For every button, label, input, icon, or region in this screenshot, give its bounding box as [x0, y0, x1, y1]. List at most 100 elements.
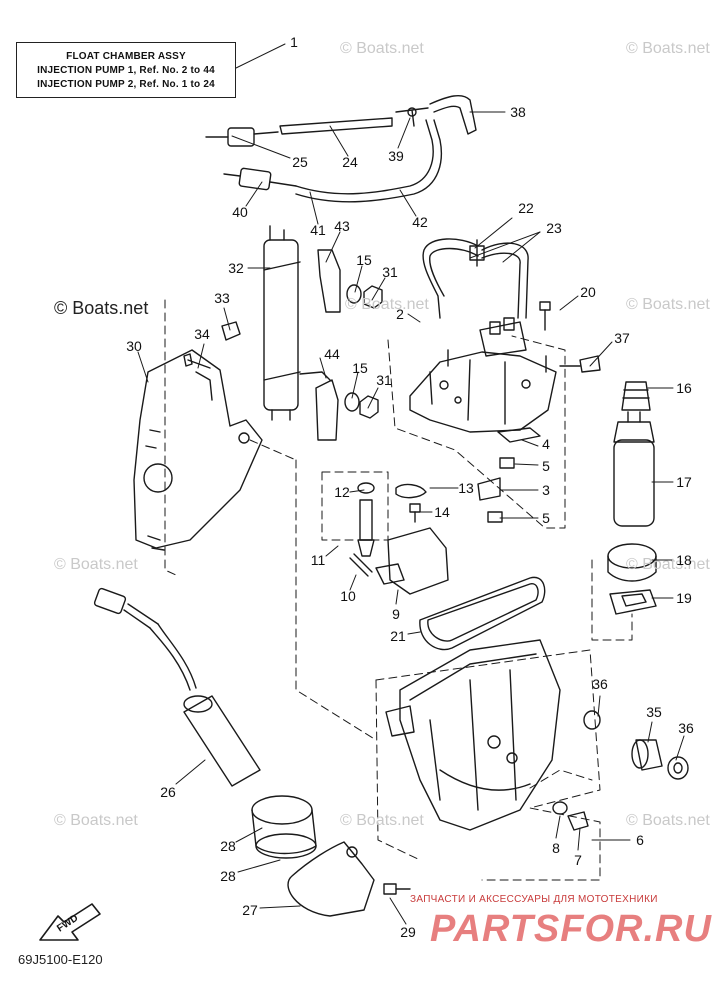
assembly-dashed-outlines	[164, 299, 633, 881]
callout-15: 15	[356, 252, 372, 268]
callout-39: 39	[388, 148, 404, 164]
filter-40	[223, 167, 297, 191]
callout-42: 42	[412, 214, 428, 230]
leader-lines	[137, 43, 685, 925]
callout-8: 8	[552, 840, 560, 856]
callout-1: 1	[290, 34, 298, 50]
callout-35: 35	[646, 704, 662, 720]
callout-25: 25	[292, 154, 308, 170]
callout-28: 28	[220, 838, 236, 854]
fuel-pump-9	[375, 527, 449, 595]
bolt-20	[539, 301, 551, 331]
pin-10	[349, 553, 373, 577]
callout-30: 30	[126, 338, 142, 354]
callout-36: 36	[592, 676, 608, 692]
callout-13: 13	[458, 480, 474, 496]
reference-box-line-2: INJECTION PUMP 2, Ref. No. 1 to 24	[37, 78, 215, 90]
callout-41: 41	[310, 222, 326, 238]
diagram-code: 69J5100-E120	[18, 952, 103, 967]
callout-16: 16	[676, 380, 692, 396]
callout-11: 11	[310, 552, 326, 568]
valve-11	[357, 499, 375, 557]
callout-29: 29	[400, 924, 416, 940]
callout-14: 14	[434, 504, 450, 520]
watermark: © Boats.net	[626, 556, 710, 573]
cap-16	[621, 381, 651, 411]
hose-24	[279, 117, 393, 135]
callout-38: 38	[510, 104, 526, 120]
callout-20: 20	[580, 284, 596, 300]
sensor-37	[559, 355, 601, 373]
callout-5: 5	[542, 510, 550, 526]
callout-18: 18	[676, 552, 692, 568]
hose-38	[429, 94, 477, 135]
injection-pump-body	[409, 317, 557, 433]
callout-2: 2	[396, 306, 404, 322]
callout-27: 27	[242, 902, 258, 918]
callout-6: 6	[636, 832, 644, 848]
callout-15: 15	[352, 360, 368, 376]
bracket-4	[497, 427, 541, 443]
fwd-arrow-shape	[39, 903, 101, 941]
pump-17	[613, 411, 655, 527]
washer-15	[344, 284, 362, 412]
joint-22	[469, 239, 485, 267]
watermark: © Boats.net	[54, 812, 138, 829]
filter-25	[205, 127, 279, 147]
callout-19: 19	[676, 590, 692, 606]
callout-7: 7	[574, 852, 582, 868]
grommet-36	[583, 710, 689, 780]
callout-24: 24	[342, 154, 358, 170]
watermark: © Boats.net	[340, 40, 424, 57]
drain-screw-7	[567, 811, 589, 831]
callout-17: 17	[676, 474, 692, 490]
shop-logo: PARTSFOR.RU	[430, 908, 712, 950]
callout-37: 37	[614, 330, 630, 346]
callout-28: 28	[220, 868, 236, 884]
callout-40: 40	[232, 204, 248, 220]
screw-29	[383, 883, 411, 895]
holder-18	[607, 543, 657, 582]
filter-32	[263, 225, 301, 421]
bracket-44	[299, 371, 339, 441]
bracket-30	[133, 349, 263, 551]
clip-13	[395, 483, 427, 499]
callout-34: 34	[194, 326, 210, 342]
reference-box: FLOAT CHAMBER ASSY INJECTION PUMP 1, Ref…	[16, 42, 236, 98]
callout-22: 22	[518, 200, 534, 216]
bolt-34	[183, 353, 211, 369]
callout-4: 4	[542, 436, 550, 452]
watermark: © Boats.net	[626, 296, 710, 313]
callout-31: 31	[376, 372, 392, 388]
callout-32: 32	[228, 260, 244, 276]
watermark: © Boats.net	[54, 556, 138, 573]
float-chamber-6	[385, 639, 561, 831]
callout-31: 31	[382, 264, 398, 280]
bolt-5	[487, 457, 515, 523]
callout-10: 10	[340, 588, 356, 604]
grommet-35	[631, 739, 663, 771]
clamp-3	[477, 477, 501, 501]
o-ring-12	[357, 482, 375, 494]
callout-43: 43	[334, 218, 350, 234]
watermark: © Boats.net	[626, 812, 710, 829]
joint-39	[395, 107, 429, 127]
reference-box-line-1: INJECTION PUMP 1, Ref. No. 2 to 44	[37, 64, 215, 76]
screw-14	[409, 503, 421, 523]
callout-33: 33	[214, 290, 230, 306]
watermark: © Boats.net	[345, 296, 429, 313]
copyright-label: © Boats.net	[54, 298, 149, 318]
holder-19	[609, 589, 657, 615]
washer-8	[552, 801, 568, 815]
callout-21: 21	[390, 628, 406, 644]
callout-26: 26	[160, 784, 176, 800]
callout-12: 12	[334, 484, 350, 500]
callout-3: 3	[542, 482, 550, 498]
nut-31	[359, 285, 383, 419]
hose-23	[422, 238, 529, 319]
watermark: © Boats.net	[340, 812, 424, 829]
callout-5: 5	[542, 458, 550, 474]
gasket-21	[419, 576, 546, 651]
